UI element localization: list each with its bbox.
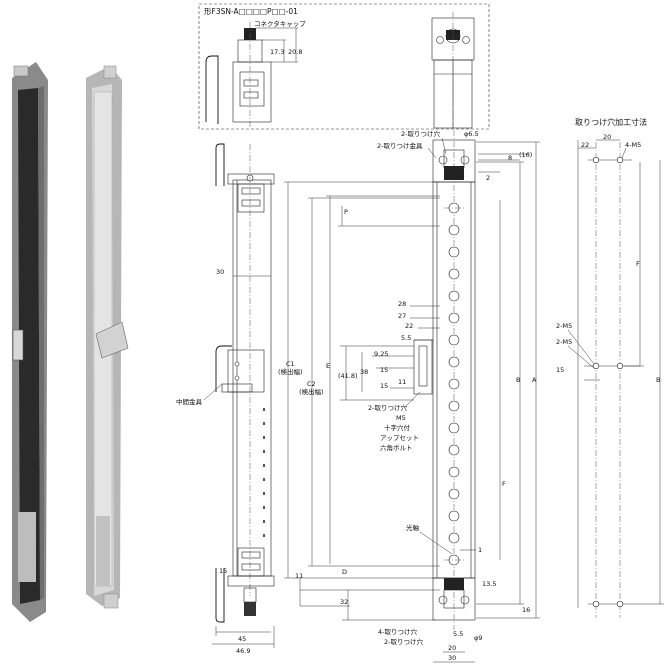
dim-phi9: φ9 (474, 634, 482, 642)
top-holes-label: 2-取りつけ穴 (401, 129, 441, 138)
front-view (413, 130, 476, 630)
model-title: 形F3SN-A□□□□P□□-01 (204, 7, 298, 16)
d-label: D (342, 568, 347, 576)
hole-dims-drawing (567, 139, 664, 618)
optical-axes (444, 202, 464, 566)
hole-4m5: 4-M5 (625, 141, 641, 149)
dim-22: 22 (405, 322, 413, 330)
hole-w20: 20 (603, 133, 611, 141)
dim-15-side: 15 (219, 567, 227, 575)
length-dims (284, 181, 440, 621)
detail-box (198, 3, 490, 130)
side-view (212, 143, 275, 648)
right-dims (476, 141, 540, 619)
leader-top-holes (441, 137, 447, 155)
dim-46-9: 46.9 (236, 647, 250, 655)
mid-holes-leader (403, 391, 421, 409)
bottom-holes-2: 2-取りつけ穴 (384, 637, 424, 646)
axis-number: 1 (478, 546, 482, 554)
a-label: A (532, 376, 537, 384)
dim-16-top: (16) (519, 151, 532, 159)
bolt-cross: 十字穴付 (384, 423, 411, 432)
dim-11: 11 (295, 572, 303, 580)
dim-32: 32 (340, 598, 348, 606)
mid-holes-label: 2-取りつけ穴 (368, 403, 408, 412)
leader-top-bracket (427, 147, 437, 159)
f-label: F (502, 480, 506, 488)
hole-F: F (636, 260, 640, 268)
c2-label: C2 (307, 380, 316, 388)
dim-2-top: 2 (486, 174, 490, 182)
product-photo-light (86, 65, 129, 609)
dim-15-mid2: 15 (380, 382, 388, 390)
c1-label: C1 (286, 360, 295, 368)
dim-41-8: (41.8) (338, 372, 358, 380)
c2-sub: (検出幅) (299, 387, 324, 396)
optical-axis-label: 光軸 (406, 523, 420, 532)
dim-11-mid: 11 (398, 378, 406, 386)
bolt-upset: アップセット (380, 434, 419, 442)
connector-cap-label: コネクタキャップ (254, 19, 306, 28)
bolt-hex: 六角ボルト (380, 443, 413, 452)
connector-detail (205, 22, 298, 128)
dim-20-8: 20.8 (288, 48, 302, 56)
dim-9-25: 9.25 (374, 350, 388, 358)
c1-sub: (検出幅) (278, 367, 303, 376)
connector-detail-front (431, 12, 475, 130)
hole-dims-title: 取りつけ穴加工寸法 (575, 117, 647, 127)
dim-38: 38 (360, 368, 368, 376)
p-label: P (344, 208, 348, 216)
bolt-m5: M5 (396, 414, 406, 422)
dim-30-bottom: 30 (448, 654, 456, 662)
e-label: E (326, 362, 330, 370)
optical-axis-leader (419, 531, 453, 555)
mid-bracket-leader (203, 383, 223, 401)
dim-27: 27 (398, 312, 406, 320)
product-photo-dark (12, 62, 48, 622)
hole-v15: 15 (556, 366, 564, 374)
dim-13-5: 13.5 (482, 580, 496, 588)
dim-8-top: 8 (508, 154, 512, 162)
bottom-holes-4: 4-取りつけ穴 (378, 627, 418, 636)
hole-B: B (656, 376, 660, 384)
hole-dia: φ6.5 (464, 130, 479, 138)
dim-5-5-bottom: 5.5 (453, 630, 463, 638)
top-bracket-label: 2-取りつけ金具 (377, 141, 423, 150)
dim-28: 28 (398, 300, 406, 308)
dim-45: 45 (238, 635, 246, 643)
dim-15-mid: 15 (380, 366, 388, 374)
mid-bracket-label: 中間金具 (176, 397, 203, 406)
dim-20-bottom: 20 (448, 644, 456, 652)
dim-5-5: 5.5 (401, 334, 411, 342)
mid-dim-lines (340, 305, 440, 401)
b-label: B (516, 376, 520, 384)
dim-16-bottom: 16 (522, 606, 530, 614)
dim-30: 30 (216, 268, 224, 276)
hole-w22: 22 (581, 141, 589, 149)
hole-2m5-a: 2-M5 (556, 322, 572, 330)
dim-17-3: 17.3 (270, 48, 284, 56)
hole-2m5-b: 2-M5 (556, 338, 572, 346)
